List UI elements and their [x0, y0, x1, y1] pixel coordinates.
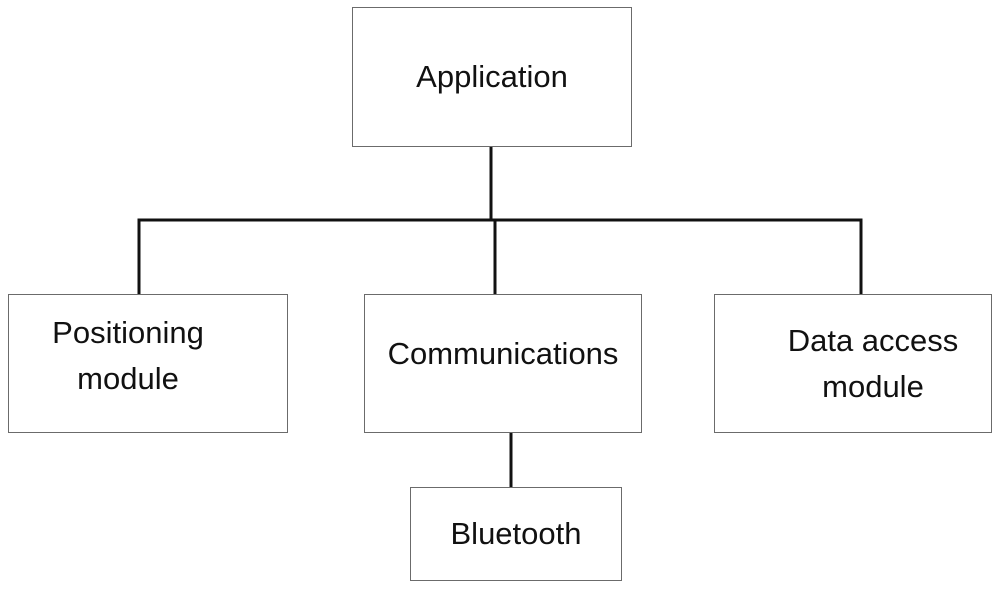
node-positioning-module-label: Positioning module: [52, 314, 204, 396]
node-data-access-module-label: Data access module: [787, 322, 959, 404]
node-communications-label: Communications: [387, 335, 619, 371]
node-bluetooth-label: Bluetooth: [450, 516, 582, 551]
node-data-access-module: Data access module: [714, 294, 992, 433]
node-application-label: Application: [416, 59, 568, 94]
node-bluetooth: Bluetooth: [410, 487, 622, 581]
node-positioning-module: Positioning module: [8, 294, 288, 433]
node-application: Application: [352, 7, 632, 147]
node-communications: Communications: [364, 294, 642, 433]
